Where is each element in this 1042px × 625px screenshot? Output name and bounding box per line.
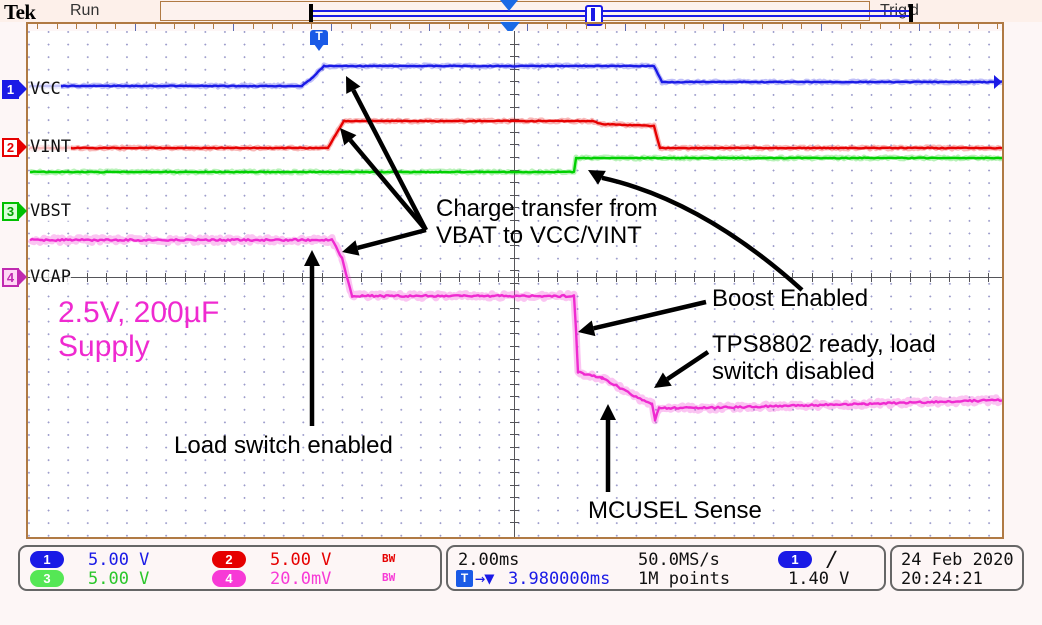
arrow-load-switch-enabled xyxy=(304,250,320,426)
waveform-traces xyxy=(28,62,1002,425)
delay-arrow-icon: →▼ xyxy=(475,569,495,589)
run-state-label: Run xyxy=(70,2,100,19)
channel-marker-3-arrow-icon xyxy=(18,202,27,220)
overview-center-marker-icon xyxy=(500,0,518,11)
channel-badge-3[interactable]: 3 xyxy=(30,570,64,587)
trace-vint xyxy=(29,119,1002,150)
trigger-point-marker-icon[interactable]: T xyxy=(310,29,328,51)
record-length-value: 1M points xyxy=(638,569,731,589)
trigger-slope-icon[interactable]: ∕ xyxy=(826,547,839,571)
channel-3-scale[interactable]: 5.00 V xyxy=(88,569,150,589)
arrow-to-vbst-step xyxy=(588,170,804,292)
channel-2-scale[interactable]: 5.00 V xyxy=(270,550,332,570)
channel-badge-3-number: 3 xyxy=(43,571,51,586)
arrow-to-vcc xyxy=(346,76,428,232)
waveform-graticule[interactable] xyxy=(26,31,1004,539)
overview-right-bracket[interactable] xyxy=(909,4,913,22)
graticule-horizontal-center-axis xyxy=(28,277,1002,278)
graticule-vertical-center-axis xyxy=(514,31,515,537)
channel-marker-2-number: 2 xyxy=(6,140,15,155)
channel-marker-4-number: 4 xyxy=(6,270,15,285)
annotation-load-switch-line1: Load switch enabled xyxy=(174,432,393,459)
channel-4-bandwidth-limit: BW xyxy=(382,571,396,584)
overview-trigger-marker-icon[interactable] xyxy=(585,5,603,26)
channel-label-vint: VINT xyxy=(30,137,71,157)
arrow-mcusel-sense xyxy=(600,404,616,492)
channel-badge-1[interactable]: 1 xyxy=(30,551,64,568)
annotation-tps-ready-line1: TPS8802 ready, load xyxy=(712,331,936,358)
annotation-tps-ready-line2: switch disabled xyxy=(712,357,875,385)
trigger-marker-tip xyxy=(314,44,324,51)
channel-badge-1-number: 1 xyxy=(43,552,51,567)
annotation-charge-transfer-line1: Charge transfer from xyxy=(436,195,658,222)
arrow-to-vint xyxy=(340,128,428,232)
channel-1-level-arrow-icon xyxy=(994,75,1002,89)
annotation-mcusel-line1: MCUSEL Sense xyxy=(588,497,762,524)
tek-logo: Tek xyxy=(4,0,36,24)
overview-window-line xyxy=(311,10,911,12)
arrow-tps-ready xyxy=(654,350,710,388)
overview-left-bracket[interactable] xyxy=(309,4,313,22)
datetime-panel: 24 Feb 2020 20:24:21 xyxy=(890,545,1024,591)
overview-window-line-2 xyxy=(311,15,911,17)
channel-badge-4-number: 4 xyxy=(225,571,233,586)
trigger-level-value[interactable]: 1.40 V xyxy=(788,569,850,589)
trigger-source-badge[interactable]: 1 xyxy=(778,551,812,568)
channel-marker-3[interactable]: 3 xyxy=(2,202,27,221)
trigger-marker-body xyxy=(310,30,328,45)
channel-label-vcap: VCAP xyxy=(30,267,71,287)
arrow-to-vcap-drop xyxy=(342,227,427,256)
horizontal-delay-value[interactable]: 3.980000ms xyxy=(508,569,611,589)
delay-trigger-icon: T xyxy=(456,570,473,587)
channel-marker-1-arrow-icon xyxy=(18,80,27,98)
annotation-load-switch: Load switch enabled xyxy=(174,432,393,460)
channel-badge-2[interactable]: 2 xyxy=(212,551,246,568)
channel-badge-4[interactable]: 4 xyxy=(212,570,246,587)
channel-marker-1-number: 1 xyxy=(6,82,15,97)
time-value: 20:24:21 xyxy=(901,569,983,589)
channel-marker-4-arrow-icon xyxy=(18,268,27,286)
annotation-supply-line1: 2.5V, 200µF xyxy=(58,296,220,329)
channel-label-vcc: VCC xyxy=(30,79,61,99)
channel-4-scale[interactable]: 20.0mV xyxy=(270,569,332,589)
channel-marker-2[interactable]: 2 xyxy=(2,138,27,157)
trace-vbst xyxy=(29,156,1002,174)
horizontal-scale-value[interactable]: 2.00ms xyxy=(458,550,520,570)
channel-marker-3-number: 3 xyxy=(6,204,15,219)
annotation-boost-enabled-line1: Boost Enabled xyxy=(712,285,869,312)
sample-rate-value: 50.0MS/s xyxy=(638,550,720,570)
date-value: 24 Feb 2020 xyxy=(901,550,1014,570)
annotation-charge-transfer-line2: VBAT to VCC/VINT xyxy=(436,221,642,249)
channel-label-vbst: VBST xyxy=(30,201,71,221)
trace-vcc xyxy=(29,64,1002,88)
channel-marker-4[interactable]: 4 xyxy=(2,268,27,287)
trigger-source-number: 1 xyxy=(791,552,799,567)
channel-1-scale[interactable]: 5.00 V xyxy=(88,550,150,570)
top-status-bar: Tek Run Trig'd xyxy=(0,0,1042,26)
channel-badge-2-number: 2 xyxy=(225,552,233,567)
annotation-arrows xyxy=(304,76,804,492)
annotation-boost-enabled: Boost Enabled xyxy=(712,285,869,313)
channel-2-bandwidth-limit: BW xyxy=(382,552,396,565)
channel-marker-2-arrow-icon xyxy=(18,138,27,156)
channel-settings-panel[interactable]: 1 5.00 V 2 5.00 V BW 3 5.00 V 4 20.0mV B… xyxy=(18,545,442,591)
delay-trigger-letter: T xyxy=(460,571,469,585)
graticule-dot-grid xyxy=(28,31,1002,537)
trigger-marker-letter: T xyxy=(315,29,323,43)
annotation-supply-line2: Supply xyxy=(58,329,150,363)
channel-marker-1[interactable]: 1 xyxy=(2,80,27,99)
annotation-mcusel: MCUSEL Sense xyxy=(588,497,762,525)
timebase-trigger-panel[interactable]: 2.00ms T →▼ 3.980000ms 50.0MS/s 1M point… xyxy=(446,545,886,591)
trace-vcap xyxy=(29,237,1002,422)
arrow-boost-enabled xyxy=(578,299,707,337)
